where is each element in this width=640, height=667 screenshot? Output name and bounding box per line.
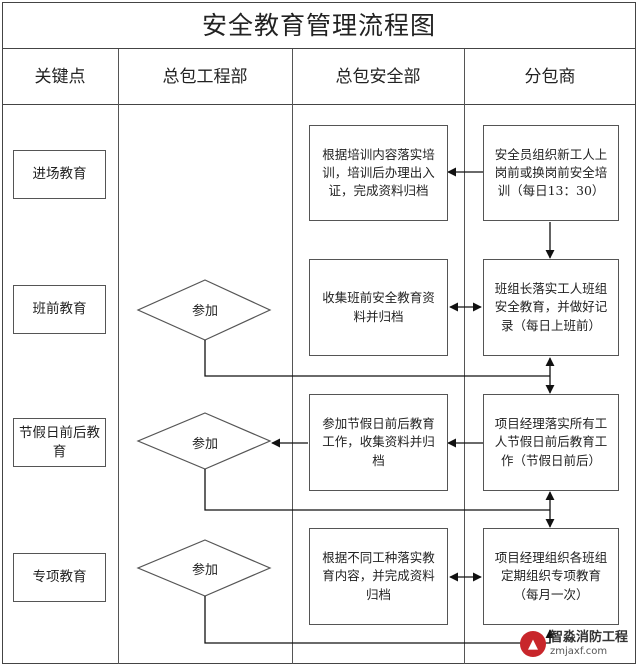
lane-divider (464, 49, 465, 664)
safety-dept-step-trade-education: 根据不同工种落实教育内容，并完成资料归档 (309, 528, 448, 625)
decision-label: 参加 (191, 437, 218, 452)
safety-dept-step-holiday-work: 参加节假日前后教育工作，收集资料并归档 (309, 394, 448, 491)
subcontractor-step-team-education: 班组长落实工人班组安全教育，并做好记录（每日上班前） (483, 259, 619, 356)
watermark-url: zmjaxf.com (550, 645, 608, 657)
stage-pre-shift-education: 班前教育 (13, 285, 106, 334)
watermark-brand: 智淼消防工程 (550, 630, 629, 646)
watermark: ▲ 智淼消防工程 zmjaxf.com (520, 627, 636, 661)
safety-dept-step-collect-records: 收集班前安全教育资料并归档 (309, 259, 448, 356)
lane-divider (292, 49, 293, 664)
stage-special-education: 专项教育 (13, 553, 106, 602)
page-title: 安全教育管理流程图 (2, 2, 636, 49)
decision-label: 参加 (191, 304, 218, 319)
subcontractor-step-new-worker-training: 安全员组织新工人上岗前或换岗前安全培训（每日13：30） (483, 125, 619, 221)
column-header-engineering-dept: 总包工程部 (118, 49, 292, 105)
decision-label: 参加 (191, 563, 218, 578)
column-header-safety-dept: 总包安全部 (292, 49, 464, 105)
subcontractor-step-special-education: 项目经理组织各班组定期组织专项教育（每月一次） (483, 528, 619, 625)
lane-divider (118, 49, 119, 664)
flame-logo-icon: ▲ (520, 631, 546, 657)
column-header-key-points: 关键点 (2, 49, 118, 105)
safety-dept-step-training: 根据培训内容落实培训，培训后办理出入证，完成资料归档 (309, 125, 448, 221)
stage-entry-education: 进场教育 (13, 150, 106, 199)
column-header-subcontractor: 分包商 (464, 49, 636, 105)
subcontractor-step-holiday-education: 项目经理落实所有工人节假日前后教育工作（节假日前后） (483, 394, 619, 491)
stage-holiday-education: 节假日前后教育 (13, 418, 106, 467)
